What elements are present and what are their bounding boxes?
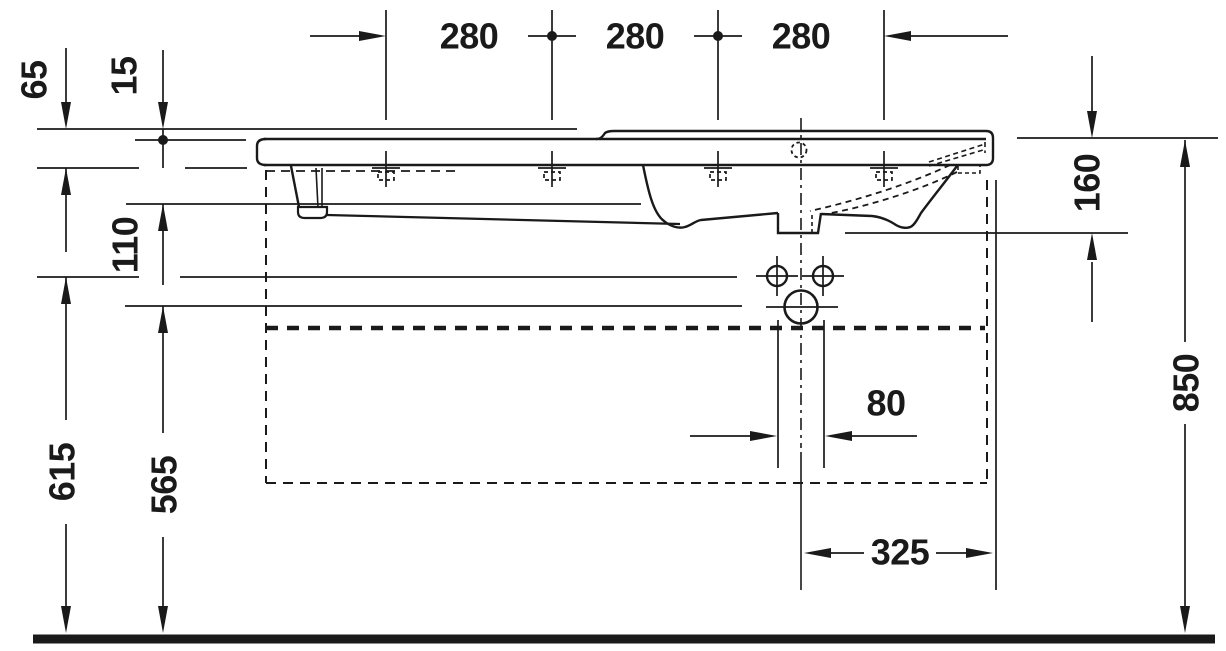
dim-label-280-2: 280 xyxy=(606,16,665,57)
hidden-detail-lines xyxy=(266,141,986,232)
arrowhead xyxy=(359,31,386,41)
arrowhead xyxy=(61,102,71,129)
arrowhead xyxy=(158,306,168,333)
dim-label-280-1: 280 xyxy=(440,16,499,57)
dimension-110: 110 xyxy=(105,204,168,285)
arrowhead xyxy=(750,431,777,441)
dim-label-65: 65 xyxy=(14,60,55,100)
dim-label-160: 160 xyxy=(1067,154,1108,213)
dim-label-565: 565 xyxy=(144,455,185,514)
bolt-symbol xyxy=(704,151,732,187)
arrowhead xyxy=(825,431,852,441)
dimension-top-row: 280 280 280 xyxy=(310,10,1008,120)
arrowhead xyxy=(804,548,831,558)
hidden-outline-box xyxy=(265,170,988,484)
arrowhead xyxy=(61,606,71,633)
dimension-80: 80 xyxy=(690,320,917,468)
dimension-15: 15 xyxy=(104,50,168,168)
dim-label-80: 80 xyxy=(866,383,905,424)
dim-label-325: 325 xyxy=(871,532,930,573)
dimension-850: 850 xyxy=(1166,140,1207,633)
arrowhead xyxy=(966,548,993,558)
dim-label-850: 850 xyxy=(1166,354,1207,413)
arrowhead xyxy=(1087,111,1097,138)
mounting-bolt-symbols xyxy=(372,151,898,187)
arrowhead xyxy=(884,31,911,41)
dimension-65: 65 xyxy=(14,48,71,252)
arrowhead xyxy=(61,168,71,195)
arrowhead xyxy=(158,204,168,231)
dimension-565: 565 xyxy=(144,306,185,633)
reference-lines xyxy=(37,128,1218,308)
arrowhead xyxy=(158,102,168,129)
dim-label-15: 15 xyxy=(104,56,145,96)
arrowhead xyxy=(1087,233,1097,260)
bolt-symbol xyxy=(372,151,400,187)
arrowhead xyxy=(158,606,168,633)
arrowhead xyxy=(61,277,71,304)
dim-label-280-3: 280 xyxy=(772,16,831,57)
arrowhead xyxy=(1180,606,1190,633)
tap-hole-hidden-circle xyxy=(790,141,808,159)
bolt-symbol xyxy=(538,151,566,187)
dimension-325: 325 xyxy=(804,180,997,590)
dimension-dot xyxy=(158,135,168,145)
washbasin-outline xyxy=(255,129,995,235)
dimension-dot xyxy=(713,31,723,41)
water-connection-symbols xyxy=(756,118,844,590)
dim-label-615: 615 xyxy=(42,442,83,501)
arrowhead xyxy=(1180,140,1190,167)
bolt-symbol xyxy=(870,151,898,187)
dimension-615: 615 xyxy=(42,277,83,633)
dimension-160: 160 xyxy=(1067,56,1108,322)
dimension-dot xyxy=(547,31,557,41)
dim-label-110: 110 xyxy=(105,217,146,274)
